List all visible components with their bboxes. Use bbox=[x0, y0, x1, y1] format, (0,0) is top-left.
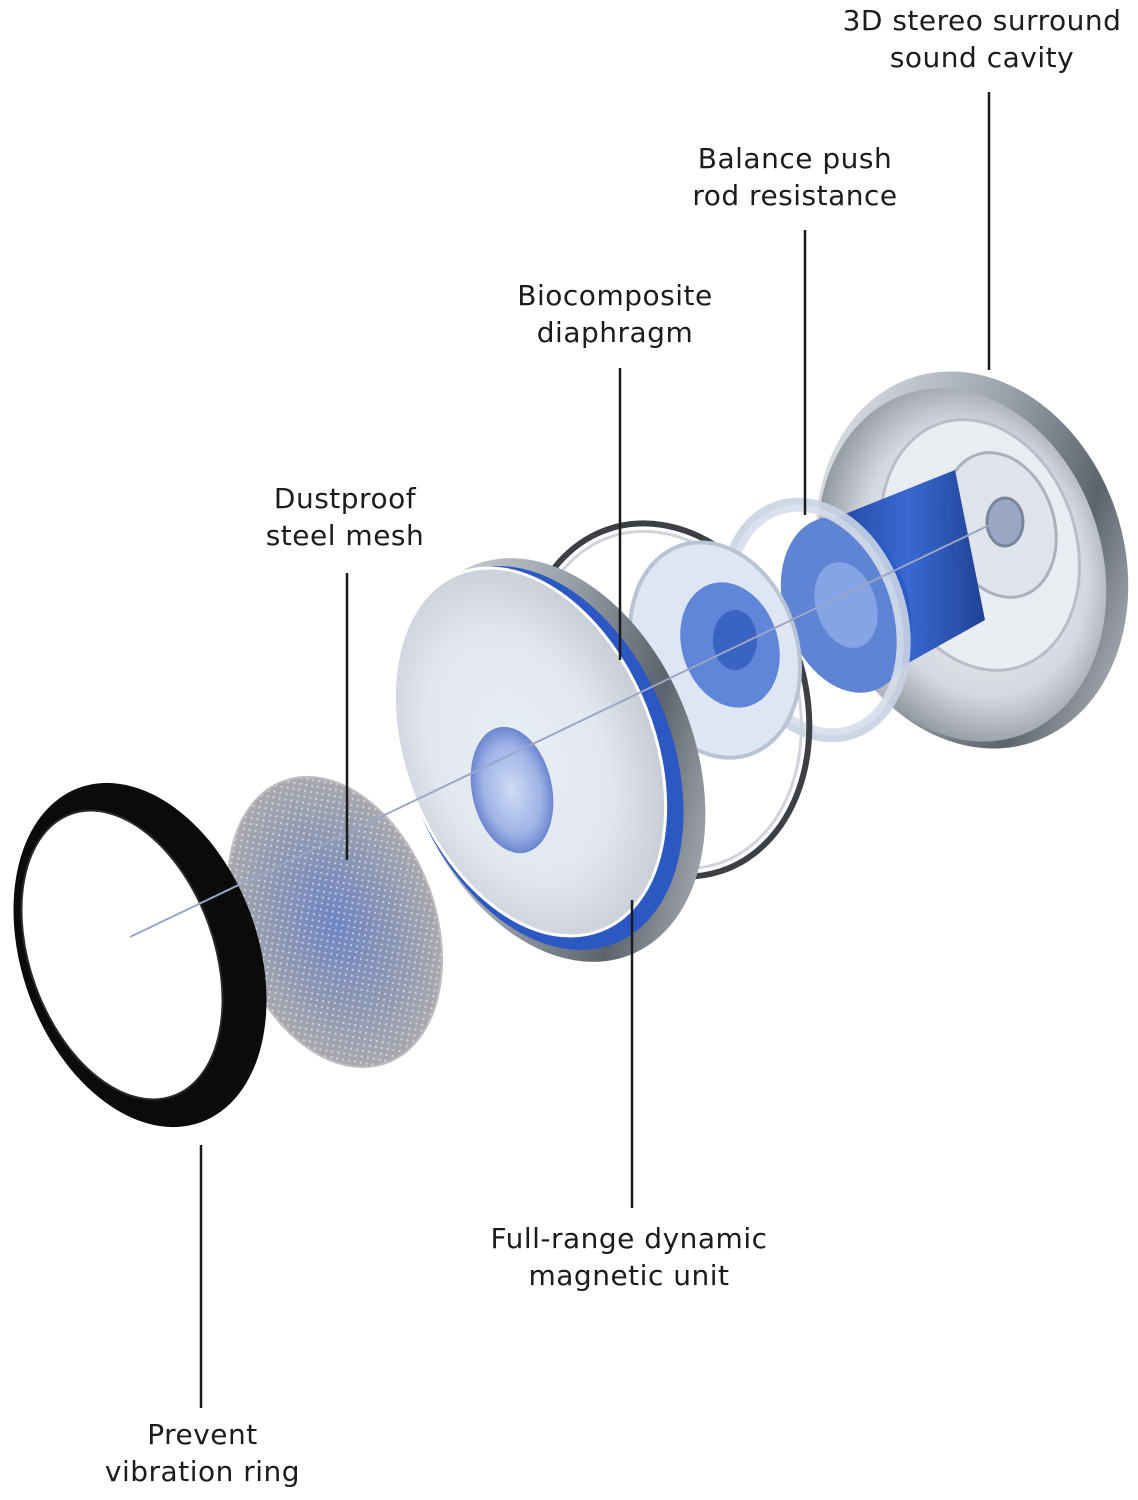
ring-label-line1: Prevent bbox=[147, 1418, 258, 1451]
cavity-label-line1: 3D stereo surround bbox=[842, 4, 1122, 37]
ring-label: Prevent vibration ring bbox=[85, 1416, 320, 1490]
diaphragm-label-line1: Biocomposite bbox=[517, 279, 713, 312]
mesh-disc-icon bbox=[226, 775, 444, 1069]
mesh-label: Dustproof steel mesh bbox=[240, 480, 450, 554]
ring-label-line2: vibration ring bbox=[104, 1455, 301, 1488]
diaphragm-label-line2: diaphragm bbox=[536, 316, 694, 349]
mesh-label-line2: steel mesh bbox=[265, 519, 425, 552]
pushrod-label-line1: Balance push bbox=[697, 142, 893, 175]
pushrod-label-line2: rod resistance bbox=[692, 179, 898, 212]
cavity-label: 3D stereo surround sound cavity bbox=[832, 2, 1132, 76]
leader-lines bbox=[199, 92, 991, 1408]
mesh-label-line1: Dustproof bbox=[273, 482, 417, 515]
black-rubber-ring-icon bbox=[13, 782, 267, 1128]
driver-label: Full-range dynamic magnetic unit bbox=[470, 1220, 788, 1294]
driver-disc-icon bbox=[392, 558, 706, 962]
cavity-label-line2: sound cavity bbox=[889, 41, 1075, 74]
driver-label-line2: magnetic unit bbox=[528, 1259, 730, 1292]
assembly-axis-line bbox=[129, 519, 1001, 938]
driver-label-line1: Full-range dynamic bbox=[490, 1222, 768, 1255]
diaphragm-label: Biocomposite diaphragm bbox=[495, 277, 735, 351]
pushrod-label: Balance push rod resistance bbox=[670, 140, 920, 214]
